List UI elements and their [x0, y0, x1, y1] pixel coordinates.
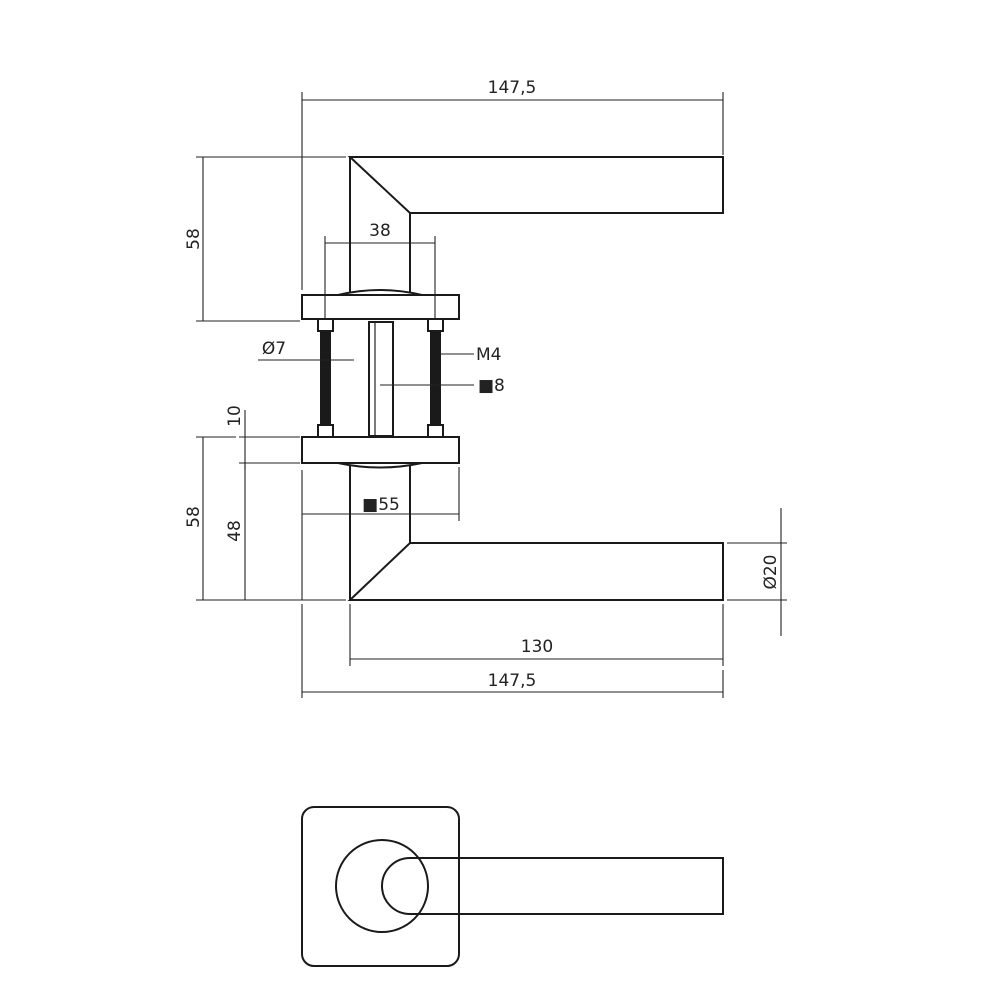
- dim-rose-square: ■55: [301, 467, 460, 600]
- dim-bolt-diameter-label: Ø7: [262, 339, 286, 359]
- dim-upper-height: 58: [184, 156, 346, 322]
- dim-upper-height-label: 58: [184, 228, 204, 250]
- lower-rose: [301, 436, 460, 469]
- right-bolt: [427, 318, 444, 438]
- dim-gap-height: 10: [225, 405, 300, 470]
- dim-gap-height-label: 10: [225, 405, 245, 427]
- upper-rose: [301, 289, 460, 320]
- upper-rose-cap: [337, 289, 423, 296]
- dim-top-width: 147,5: [301, 78, 724, 290]
- dim-offset-height-label: 48: [225, 520, 245, 542]
- dim-lower-height-label: 58: [184, 506, 204, 528]
- dim-spindle-square: ■8: [380, 376, 505, 396]
- dim-lever-length-label: 130: [521, 637, 553, 657]
- lower-lever: [347, 466, 724, 601]
- dim-rose-spacing-label: 38: [369, 221, 391, 241]
- spindle: [368, 321, 394, 437]
- dim-offset-height: 48: [225, 463, 246, 600]
- top-view-rose-plate: [301, 806, 460, 967]
- upper-rose-plate: [301, 294, 460, 320]
- dim-bolt-diameter: Ø7: [258, 339, 354, 361]
- dim-spindle-square-label: ■8: [478, 376, 505, 396]
- lower-rose-plate: [301, 436, 460, 464]
- dim-lever-length: 130: [349, 604, 724, 666]
- dim-lower-height: 58: [184, 436, 346, 601]
- right-bolt-thread: [430, 332, 441, 424]
- dim-rose-square-label: ■55: [362, 495, 400, 515]
- left-bolt-head-top: [317, 318, 334, 332]
- dim-thread-label: M4: [476, 345, 501, 365]
- dim-lever-diameter: Ø20: [727, 508, 787, 636]
- right-bolt-head-bottom: [427, 424, 444, 438]
- left-bolt-thread: [320, 332, 331, 424]
- lower-lever-arm: [347, 542, 724, 601]
- left-bolt: [317, 318, 334, 438]
- left-bolt-head-bottom: [317, 424, 334, 438]
- top-view-rose-ring: [335, 839, 429, 933]
- upper-lever-arm: [347, 156, 724, 214]
- upper-lever: [347, 156, 724, 292]
- dim-bottom-width: 147,5: [301, 604, 724, 698]
- dim-lever-diameter-label: Ø20: [761, 554, 781, 589]
- right-bolt-head-top: [427, 318, 444, 332]
- top-view: [301, 806, 724, 967]
- dim-thread: M4: [441, 345, 501, 365]
- lower-rose-cap: [337, 462, 423, 469]
- dim-bottom-width-label: 147,5: [488, 671, 537, 691]
- dim-top-width-label: 147,5: [488, 78, 537, 98]
- spindle-body: [368, 321, 394, 437]
- top-view-lever: [381, 857, 724, 915]
- dim-rose-spacing: 38: [324, 221, 436, 318]
